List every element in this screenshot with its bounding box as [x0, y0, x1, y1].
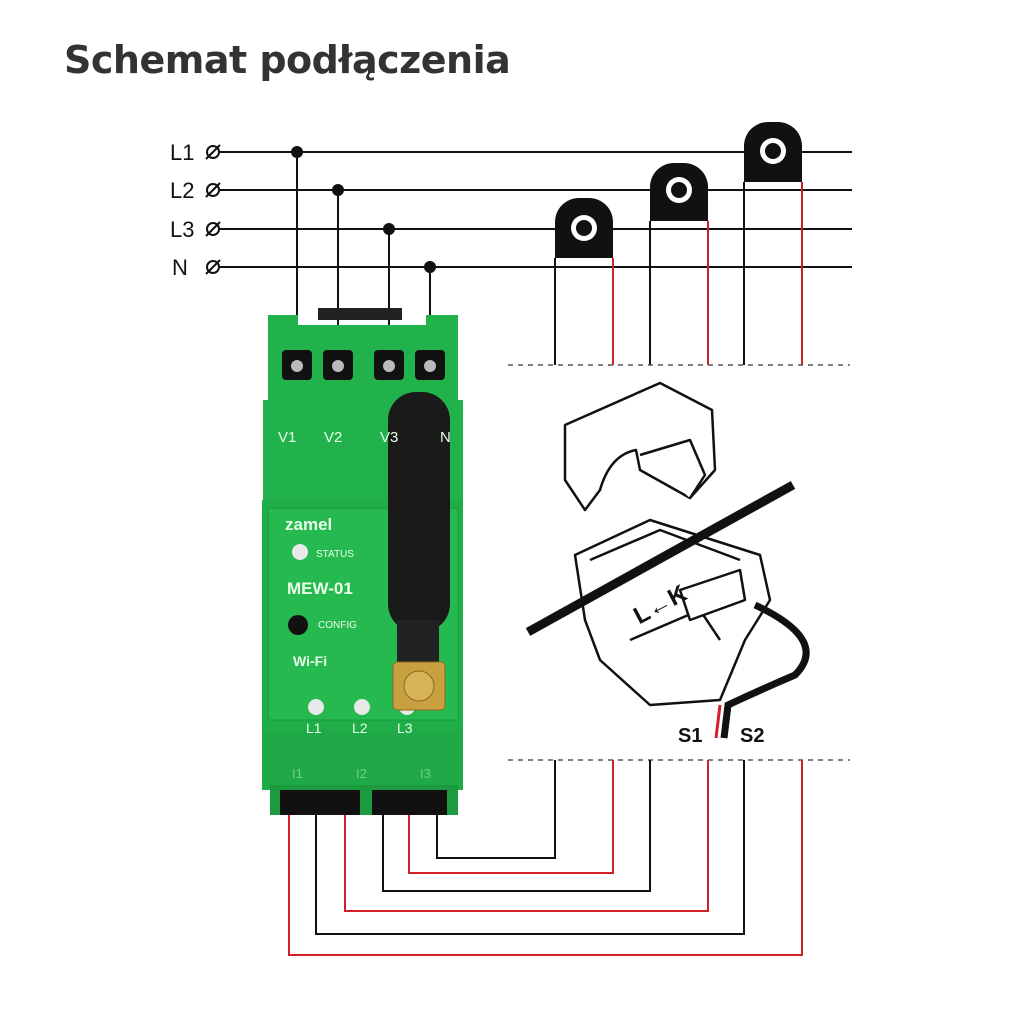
brand-logo: zamel [285, 515, 332, 534]
terminal-v3: V3 [380, 429, 398, 446]
line-label-l3: L3 [170, 217, 194, 242]
terminal-v1: V1 [278, 429, 296, 446]
mew-01-device: zamel STATUS MEW-01 CONFIG Wi-Fi L1 L2 L… [262, 308, 463, 815]
break-lines [508, 364, 850, 761]
s1-label: S1 [678, 725, 702, 747]
clamp-illustration [563, 381, 772, 707]
line-label-l2: L2 [170, 178, 194, 203]
antenna [388, 392, 450, 711]
ct-clamp-l2 [650, 163, 708, 221]
page-title: Schemat podłączenia [64, 38, 511, 82]
junction-dots [291, 146, 436, 273]
s2-label: S2 [740, 725, 764, 747]
led-l1 [308, 699, 324, 715]
config-label: CONFIG [318, 620, 357, 631]
config-button[interactable] [288, 615, 308, 635]
line-labels: L1 L2 L3 N [170, 140, 194, 280]
ct-leads-bottom [288, 760, 803, 956]
current-terminals [280, 790, 447, 815]
ct-clamp-l1 [744, 122, 802, 182]
led-l2 [354, 699, 370, 715]
led-label-l2: L2 [352, 720, 368, 736]
ct-clamp-l3 [555, 198, 613, 258]
ct-leads-top [554, 182, 803, 365]
red-lead [714, 704, 722, 739]
status-led [292, 544, 308, 560]
terminal-v2: V2 [324, 429, 342, 446]
input-i1: I1 [292, 766, 303, 781]
line-label-n: N [172, 255, 188, 280]
led-label-l3: L3 [397, 720, 413, 736]
status-label: STATUS [316, 549, 354, 560]
led-label-l1: L1 [306, 720, 322, 736]
input-i2: I2 [356, 766, 367, 781]
terminal-n: N [440, 429, 451, 446]
line-label-l1: L1 [170, 140, 194, 165]
terminal-symbols [205, 144, 221, 275]
input-i3: I3 [420, 766, 431, 781]
ct-clamps [555, 122, 802, 258]
conductor-bar [525, 481, 796, 636]
wifi-label: Wi-Fi [293, 653, 327, 669]
clamp-cable [720, 601, 810, 739]
model-label: MEW-01 [287, 579, 353, 598]
